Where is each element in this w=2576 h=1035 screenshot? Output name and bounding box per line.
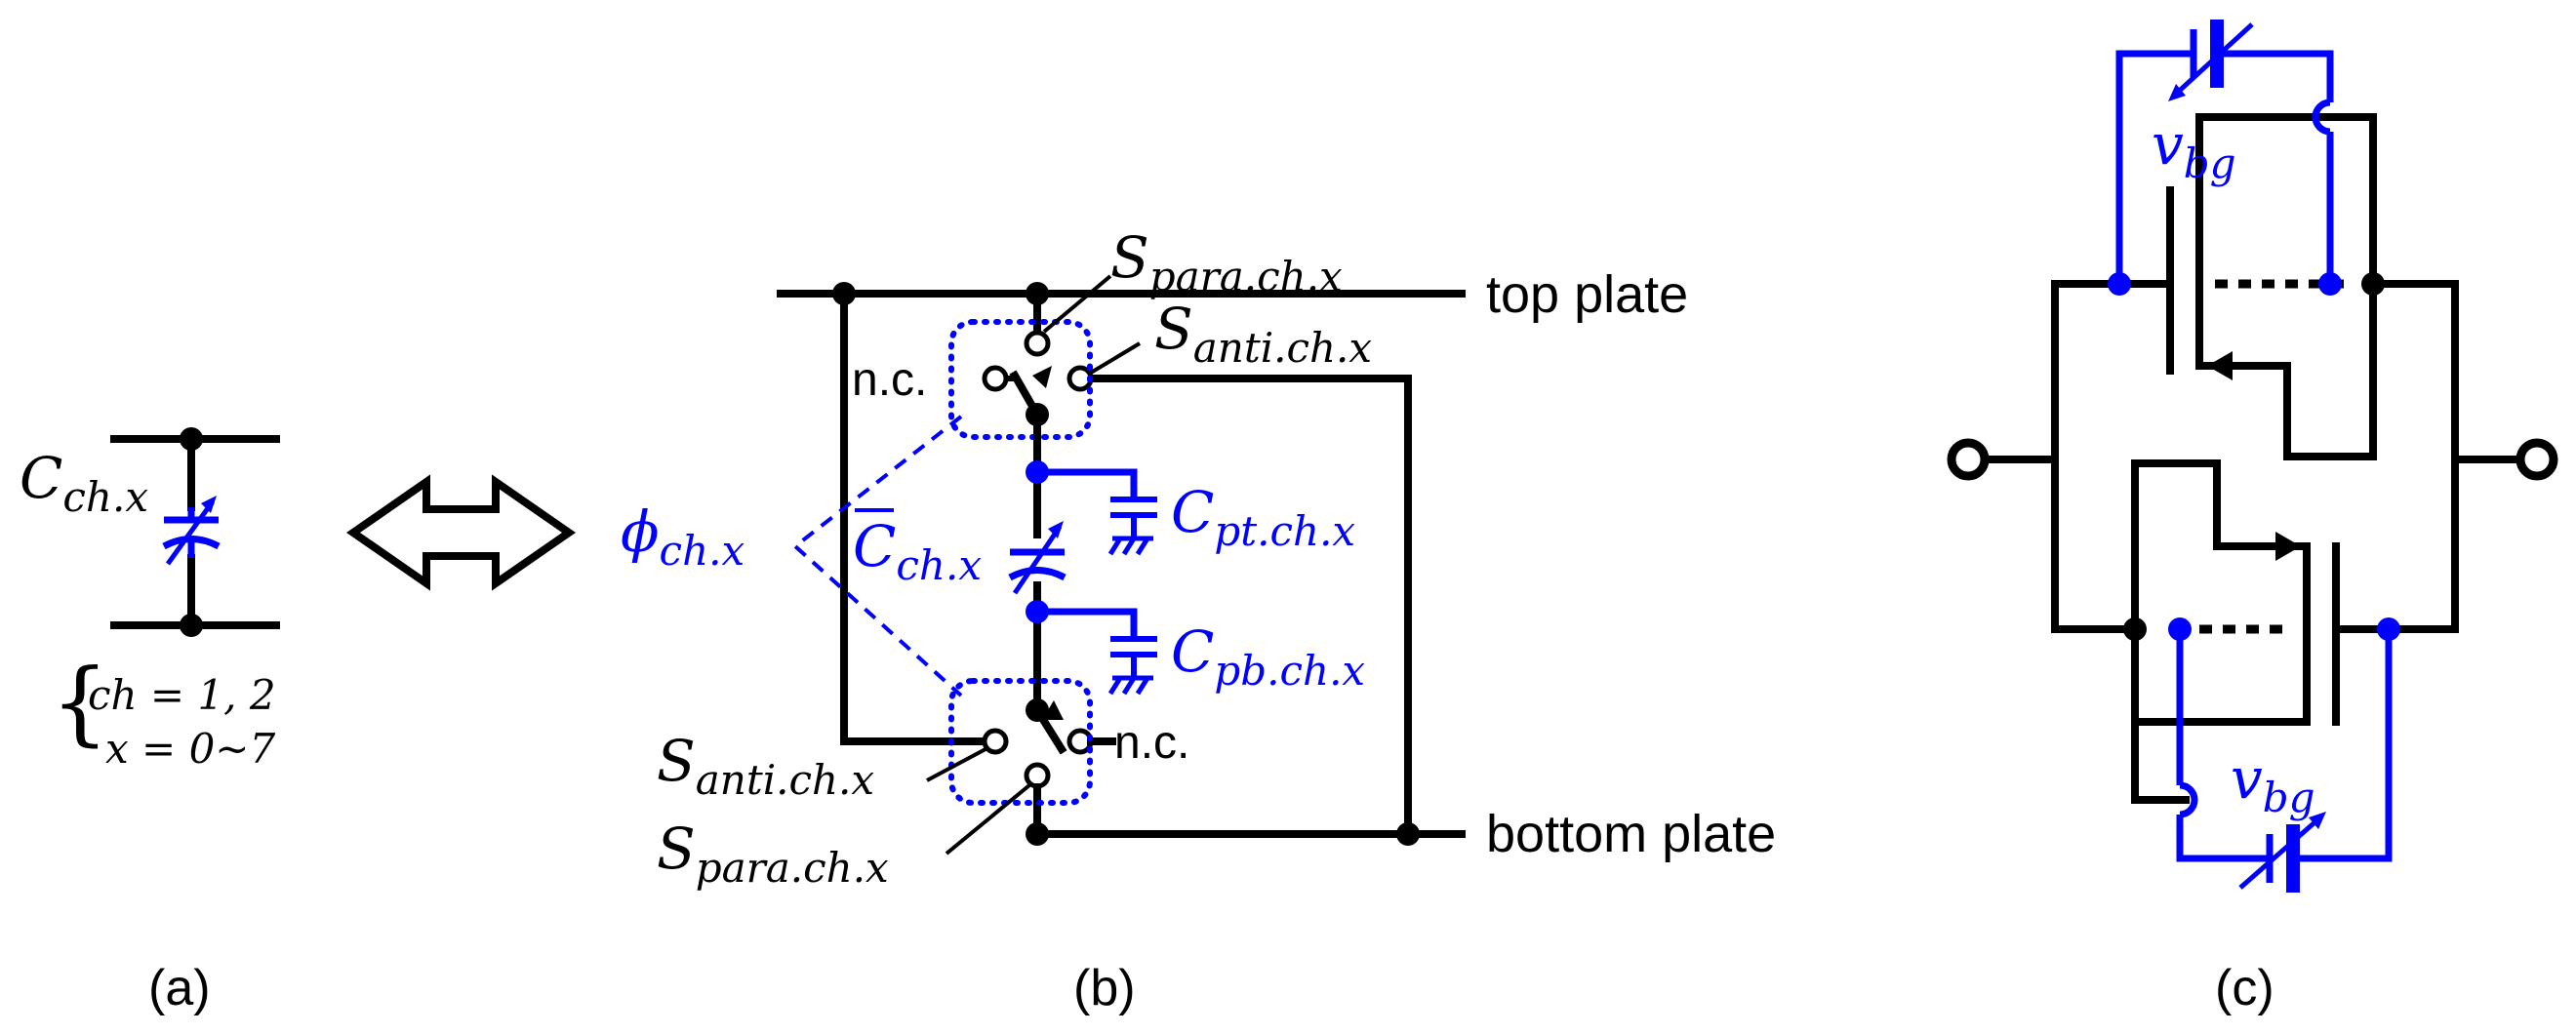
switch-blade-icon xyxy=(1031,704,1067,755)
s-anti-bottom-label: Santi.ch.x xyxy=(657,728,874,804)
bias-wire-top-right xyxy=(2244,50,2334,102)
arrow-icon xyxy=(2275,532,2301,561)
arrow-icon xyxy=(2207,351,2233,380)
cpb-label: Cpb.ch.x xyxy=(1171,618,1365,695)
switch-box-top xyxy=(948,319,1093,440)
switch-arrow-icon xyxy=(1032,366,1052,388)
bias-wire-bot-right xyxy=(2307,629,2393,862)
switch-contact-para xyxy=(1024,762,1051,789)
ground-icon xyxy=(1107,675,1153,696)
crossover-top xyxy=(2312,99,2331,136)
vbg-top-label: vbg xyxy=(2152,111,2236,187)
node-dot xyxy=(2361,272,2385,296)
cbar-label: Cch.x xyxy=(853,513,982,589)
panel-c: vbg vbg (c) xyxy=(1947,20,2558,1016)
top-plate-label: top plate xyxy=(1486,265,1688,324)
bias-wire-bot-left xyxy=(2176,815,2256,862)
brace: { xyxy=(51,650,109,756)
pointer-line xyxy=(1042,274,1112,334)
phi-control-lines xyxy=(791,415,963,697)
pointer-line xyxy=(1089,341,1142,375)
ground-icon xyxy=(1107,536,1153,556)
cpb-wire xyxy=(1037,608,1138,637)
nc-top-label: n.c. xyxy=(852,354,927,406)
vbg-bottom-label: vbg xyxy=(2231,745,2315,821)
node-dot xyxy=(180,614,203,637)
drain-top xyxy=(2195,113,2377,288)
battery-icon xyxy=(2168,20,2254,101)
panel-a: Cch.x { ch = 1, 2 x = 0~7 (a) xyxy=(20,427,280,1016)
switch-arrow-icon xyxy=(1042,700,1064,720)
equivalence-arrow-icon xyxy=(345,474,577,591)
pointer-line xyxy=(945,783,1031,856)
switch-contact-para xyxy=(1024,330,1051,357)
source-top xyxy=(2195,280,2377,460)
caption-a: (a) xyxy=(148,960,211,1016)
terminal-left xyxy=(1947,438,1990,481)
caption-c: (c) xyxy=(2215,960,2274,1016)
switch-contact-nc xyxy=(982,365,1009,392)
switch-contact-anti xyxy=(982,728,1009,755)
variable-capacitor-icon xyxy=(162,496,221,566)
cpt-label: Cpt.ch.x xyxy=(1171,479,1355,555)
switch-box-bottom xyxy=(948,678,1093,806)
pointer-line xyxy=(926,747,986,782)
node-dot xyxy=(2123,617,2147,641)
crossover-bot xyxy=(2179,781,2198,818)
panel-b: Spara.ch.x Santi.ch.x top plate bottom p… xyxy=(621,224,1776,1016)
node-dot xyxy=(1396,822,1420,846)
bottom-plate-label: bottom plate xyxy=(1486,805,1776,863)
nc-bottom-label: n.c. xyxy=(1114,717,1189,769)
s-para-bottom-label: Spara.ch.x xyxy=(657,816,889,892)
condition-x: x = 0~7 xyxy=(105,725,275,773)
phi-label: ϕch.x xyxy=(621,498,745,575)
caption-b: (b) xyxy=(1073,960,1136,1016)
cap-label: Cch.x xyxy=(20,445,148,521)
variable-capacitor-icon xyxy=(1008,521,1067,595)
node-dot xyxy=(832,282,856,305)
node-dot xyxy=(180,427,203,451)
drain-bot xyxy=(2131,459,2311,633)
bot-left-loop xyxy=(2131,718,2190,804)
source-bot xyxy=(2131,625,2311,726)
s-para-top-label: Spara.ch.x xyxy=(1110,224,1343,300)
condition-ch: ch = 1, 2 xyxy=(88,671,276,719)
bias-wire-top-left xyxy=(2115,50,2182,284)
cpt-wire xyxy=(1037,468,1138,498)
battery-icon xyxy=(2238,812,2326,893)
terminal-right xyxy=(2516,438,2558,481)
s-anti-top-label: Santi.ch.x xyxy=(1154,296,1372,372)
